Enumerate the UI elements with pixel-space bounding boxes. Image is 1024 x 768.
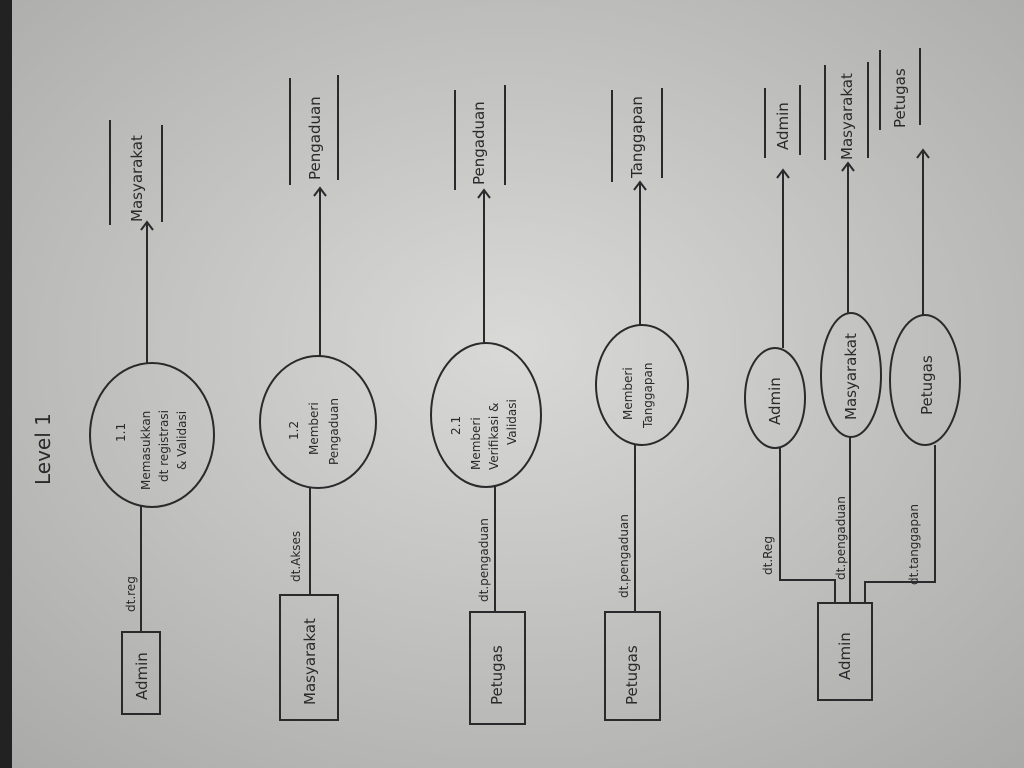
row-3: Petugas dt.pengaduan 2.1 Memberi Verifik… — [430, 85, 542, 725]
process-label: & Validasi — [175, 411, 189, 470]
data-store — [824, 62, 869, 160]
arrow — [776, 168, 790, 348]
process-label: Pengaduan — [327, 398, 341, 465]
flow-label: dt.pengaduan — [477, 518, 491, 602]
data-store — [109, 120, 163, 225]
arrow — [140, 220, 154, 363]
flow-label: dt.Akses — [289, 531, 303, 582]
row-2: Masyarakat dt.Akses 1.2 Memberi Pengadua… — [259, 75, 377, 721]
data-store — [454, 85, 506, 190]
data-store — [764, 85, 801, 158]
store-label: Tanggapan — [628, 96, 646, 179]
row-4: Petugas dt.pengaduan Memberi Tanggapan T… — [595, 88, 689, 721]
store-label: Pengaduan — [306, 96, 324, 180]
arrow — [841, 161, 855, 313]
entity-petugas — [469, 611, 526, 725]
row-5: Admin dt.Reg dt.pengaduan dt.tanggapan A… — [744, 48, 961, 701]
process-number: 1.1 — [114, 423, 128, 442]
data-store — [611, 88, 663, 182]
process-1-1 — [89, 362, 215, 508]
process-label: dt registrasi — [157, 410, 171, 482]
data-store — [879, 48, 921, 130]
process-label: Admin — [766, 377, 784, 425]
arrow — [313, 186, 327, 356]
process-label: Verifikasi & — [487, 403, 501, 470]
entity-petugas — [604, 611, 661, 721]
process-admin — [744, 347, 806, 449]
paper-edge — [0, 0, 12, 768]
process-label: Tanggapan — [641, 363, 655, 429]
data-store — [289, 75, 339, 185]
flow-label: dt.tanggapan — [907, 504, 921, 585]
process-label: Memberi — [307, 402, 321, 455]
entity-label: Admin — [836, 632, 854, 680]
arrow — [477, 188, 491, 343]
process-label: Petugas — [918, 355, 936, 415]
store-label: Pengaduan — [470, 101, 488, 185]
flow-label: dt.pengaduan — [617, 514, 631, 598]
process-masyarakat — [820, 312, 882, 438]
arrow — [633, 180, 647, 325]
entity-label: Petugas — [623, 645, 641, 705]
arrow — [916, 148, 930, 315]
process-label: Memberi — [469, 417, 483, 470]
row-1: Admin dt.reg 1.1 Memasukkan dt registras… — [89, 120, 215, 715]
process-label: Masyarakat — [842, 333, 860, 420]
diagram-title: Level 1 — [31, 413, 55, 485]
process-label: Validasi — [505, 399, 519, 445]
store-label: Masyarakat — [838, 73, 856, 160]
process-memberi-tanggapan — [595, 324, 689, 446]
process-2-1 — [430, 342, 542, 488]
process-petugas — [889, 314, 961, 446]
flow-line — [779, 448, 836, 603]
entity-label: Masyarakat — [301, 618, 319, 705]
entity-label: Petugas — [488, 645, 506, 705]
process-label: Memberi — [621, 367, 635, 420]
process-label: Memasukkan — [139, 411, 153, 490]
entity-label: Admin — [133, 652, 151, 700]
store-label: Masyarakat — [128, 135, 146, 222]
process-number: 1.2 — [287, 421, 301, 440]
store-label: Petugas — [891, 68, 909, 128]
process-1-2 — [259, 355, 377, 489]
flow-label: dt.pengaduan — [834, 496, 848, 580]
entity-admin — [817, 602, 873, 701]
process-number: 2.1 — [449, 416, 463, 435]
flow-line — [864, 445, 936, 603]
flow-label: dt.Reg — [761, 536, 775, 575]
store-label: Admin — [774, 102, 792, 150]
flow-label: dt.reg — [124, 576, 138, 612]
